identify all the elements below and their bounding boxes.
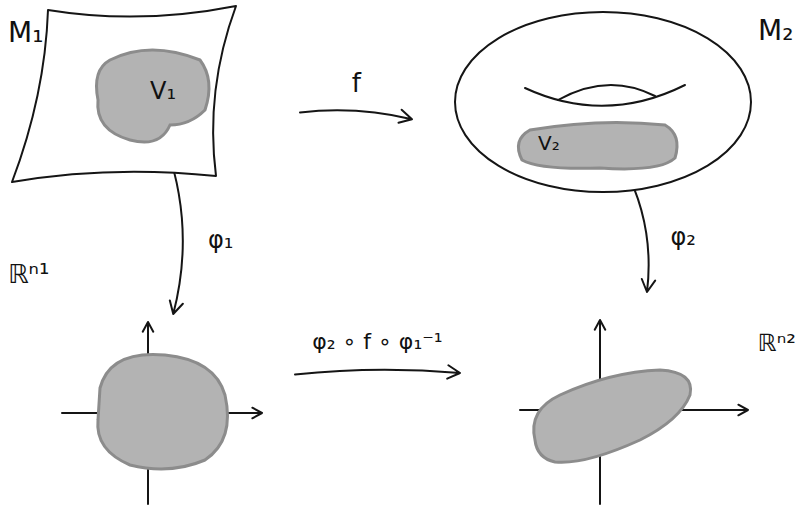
open-set-v2: V₂ [512,118,684,174]
space-label: ℝⁿ² [758,330,796,356]
manifold-m1: M₁ V₁ [4,2,240,186]
map-label: φ₁ [208,227,233,253]
shape-outline [558,85,655,100]
shape-outline [455,12,751,192]
torus-m2: M₂ V₂ [452,4,796,196]
shape-outline [12,6,236,182]
map-label: f [352,69,361,98]
manifold-label: M₁ [8,18,43,49]
shape-outline [525,85,685,106]
space-label: ℝⁿ¹ [8,260,49,289]
open-set-v2-shape [512,118,684,174]
manifold-label: M₂ [758,16,793,47]
shape-outline [98,354,228,469]
euclidean-space-1-shape [55,318,270,506]
euclidean-space-2: ℝⁿ² [515,316,755,506]
shape-outline [518,122,677,168]
shape-outline [534,370,691,462]
euclidean-space-1: ℝⁿ¹ [55,318,270,506]
map-label: φ₂ ∘ f ∘ φ₁⁻¹ [312,330,442,354]
shape-outline [97,50,210,142]
map-label: φ₂ [671,224,696,250]
set-label: V₂ [538,132,560,154]
map-arrow [300,110,412,123]
set-label: V₁ [150,78,176,104]
open-set-v1: V₁ [92,45,217,150]
map-arrow [295,365,460,378]
euclidean-space-2-shape [515,316,755,506]
